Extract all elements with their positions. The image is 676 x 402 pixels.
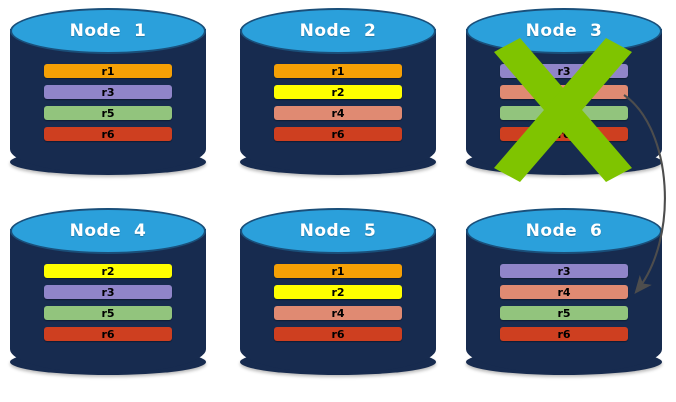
record-bar[interactable]: r6 bbox=[500, 327, 628, 341]
record-list-3: r3 r4 r5 r6 bbox=[500, 64, 628, 148]
record-list-5: r1 r2 r4 r6 bbox=[274, 264, 402, 348]
cylinder-top-5 bbox=[240, 208, 436, 254]
record-bar[interactable]: r3 bbox=[44, 285, 172, 299]
record-bar[interactable]: r6 bbox=[274, 327, 402, 341]
record-bar[interactable]: r5 bbox=[500, 106, 628, 120]
node-label-2: Node 2 bbox=[299, 21, 377, 41]
record-bar[interactable]: r4 bbox=[500, 285, 628, 299]
record-bar[interactable]: r6 bbox=[44, 127, 172, 141]
record-bar[interactable]: r4 bbox=[500, 85, 628, 99]
cylinder-top-2 bbox=[240, 8, 436, 54]
record-bar[interactable]: r5 bbox=[44, 106, 172, 120]
record-bar[interactable]: r5 bbox=[500, 306, 628, 320]
record-bar[interactable]: r1 bbox=[274, 64, 402, 78]
record-bar[interactable]: r4 bbox=[274, 306, 402, 320]
node-cylinder-4[interactable]: Node 4 r2 r3 r5 r6 bbox=[10, 208, 206, 386]
node-cylinder-6[interactable]: Node 6 r3 r4 r5 r6 bbox=[466, 208, 662, 386]
record-bar[interactable]: r1 bbox=[44, 64, 172, 78]
record-bar[interactable]: r2 bbox=[274, 85, 402, 99]
cylinder-top-1 bbox=[10, 8, 206, 54]
record-bar[interactable]: r6 bbox=[274, 127, 402, 141]
node-label-4: Node 4 bbox=[69, 221, 147, 241]
node-cylinder-3[interactable]: Node 3 r3 r4 r5 r6 bbox=[466, 8, 662, 186]
record-bar[interactable]: r2 bbox=[44, 264, 172, 278]
record-list-6: r3 r4 r5 r6 bbox=[500, 264, 628, 348]
record-bar[interactable]: r3 bbox=[500, 264, 628, 278]
record-list-2: r1 r2 r4 r6 bbox=[274, 64, 402, 148]
node-cylinder-2[interactable]: Node 2 r1 r2 r4 r6 bbox=[240, 8, 436, 186]
record-bar[interactable]: r2 bbox=[274, 285, 402, 299]
node-cylinder-5[interactable]: Node 5 r1 r2 r4 r6 bbox=[240, 208, 436, 386]
node-label-5: Node 5 bbox=[299, 221, 377, 241]
record-bar[interactable]: r5 bbox=[44, 306, 172, 320]
node-label-6: Node 6 bbox=[525, 221, 603, 241]
node-label-3: Node 3 bbox=[525, 21, 603, 41]
record-bar[interactable]: r3 bbox=[500, 64, 628, 78]
record-bar[interactable]: r6 bbox=[500, 127, 628, 141]
record-bar[interactable]: r6 bbox=[44, 327, 172, 341]
record-list-4: r2 r3 r5 r6 bbox=[44, 264, 172, 348]
cylinder-top-4 bbox=[10, 208, 206, 254]
record-bar[interactable]: r3 bbox=[44, 85, 172, 99]
record-list-1: r1 r3 r5 r6 bbox=[44, 64, 172, 148]
node-cylinder-1[interactable]: Node 1 r1 r3 r5 r6 bbox=[10, 8, 206, 186]
record-bar[interactable]: r4 bbox=[274, 106, 402, 120]
record-bar[interactable]: r1 bbox=[274, 264, 402, 278]
node-label-1: Node 1 bbox=[69, 21, 147, 41]
